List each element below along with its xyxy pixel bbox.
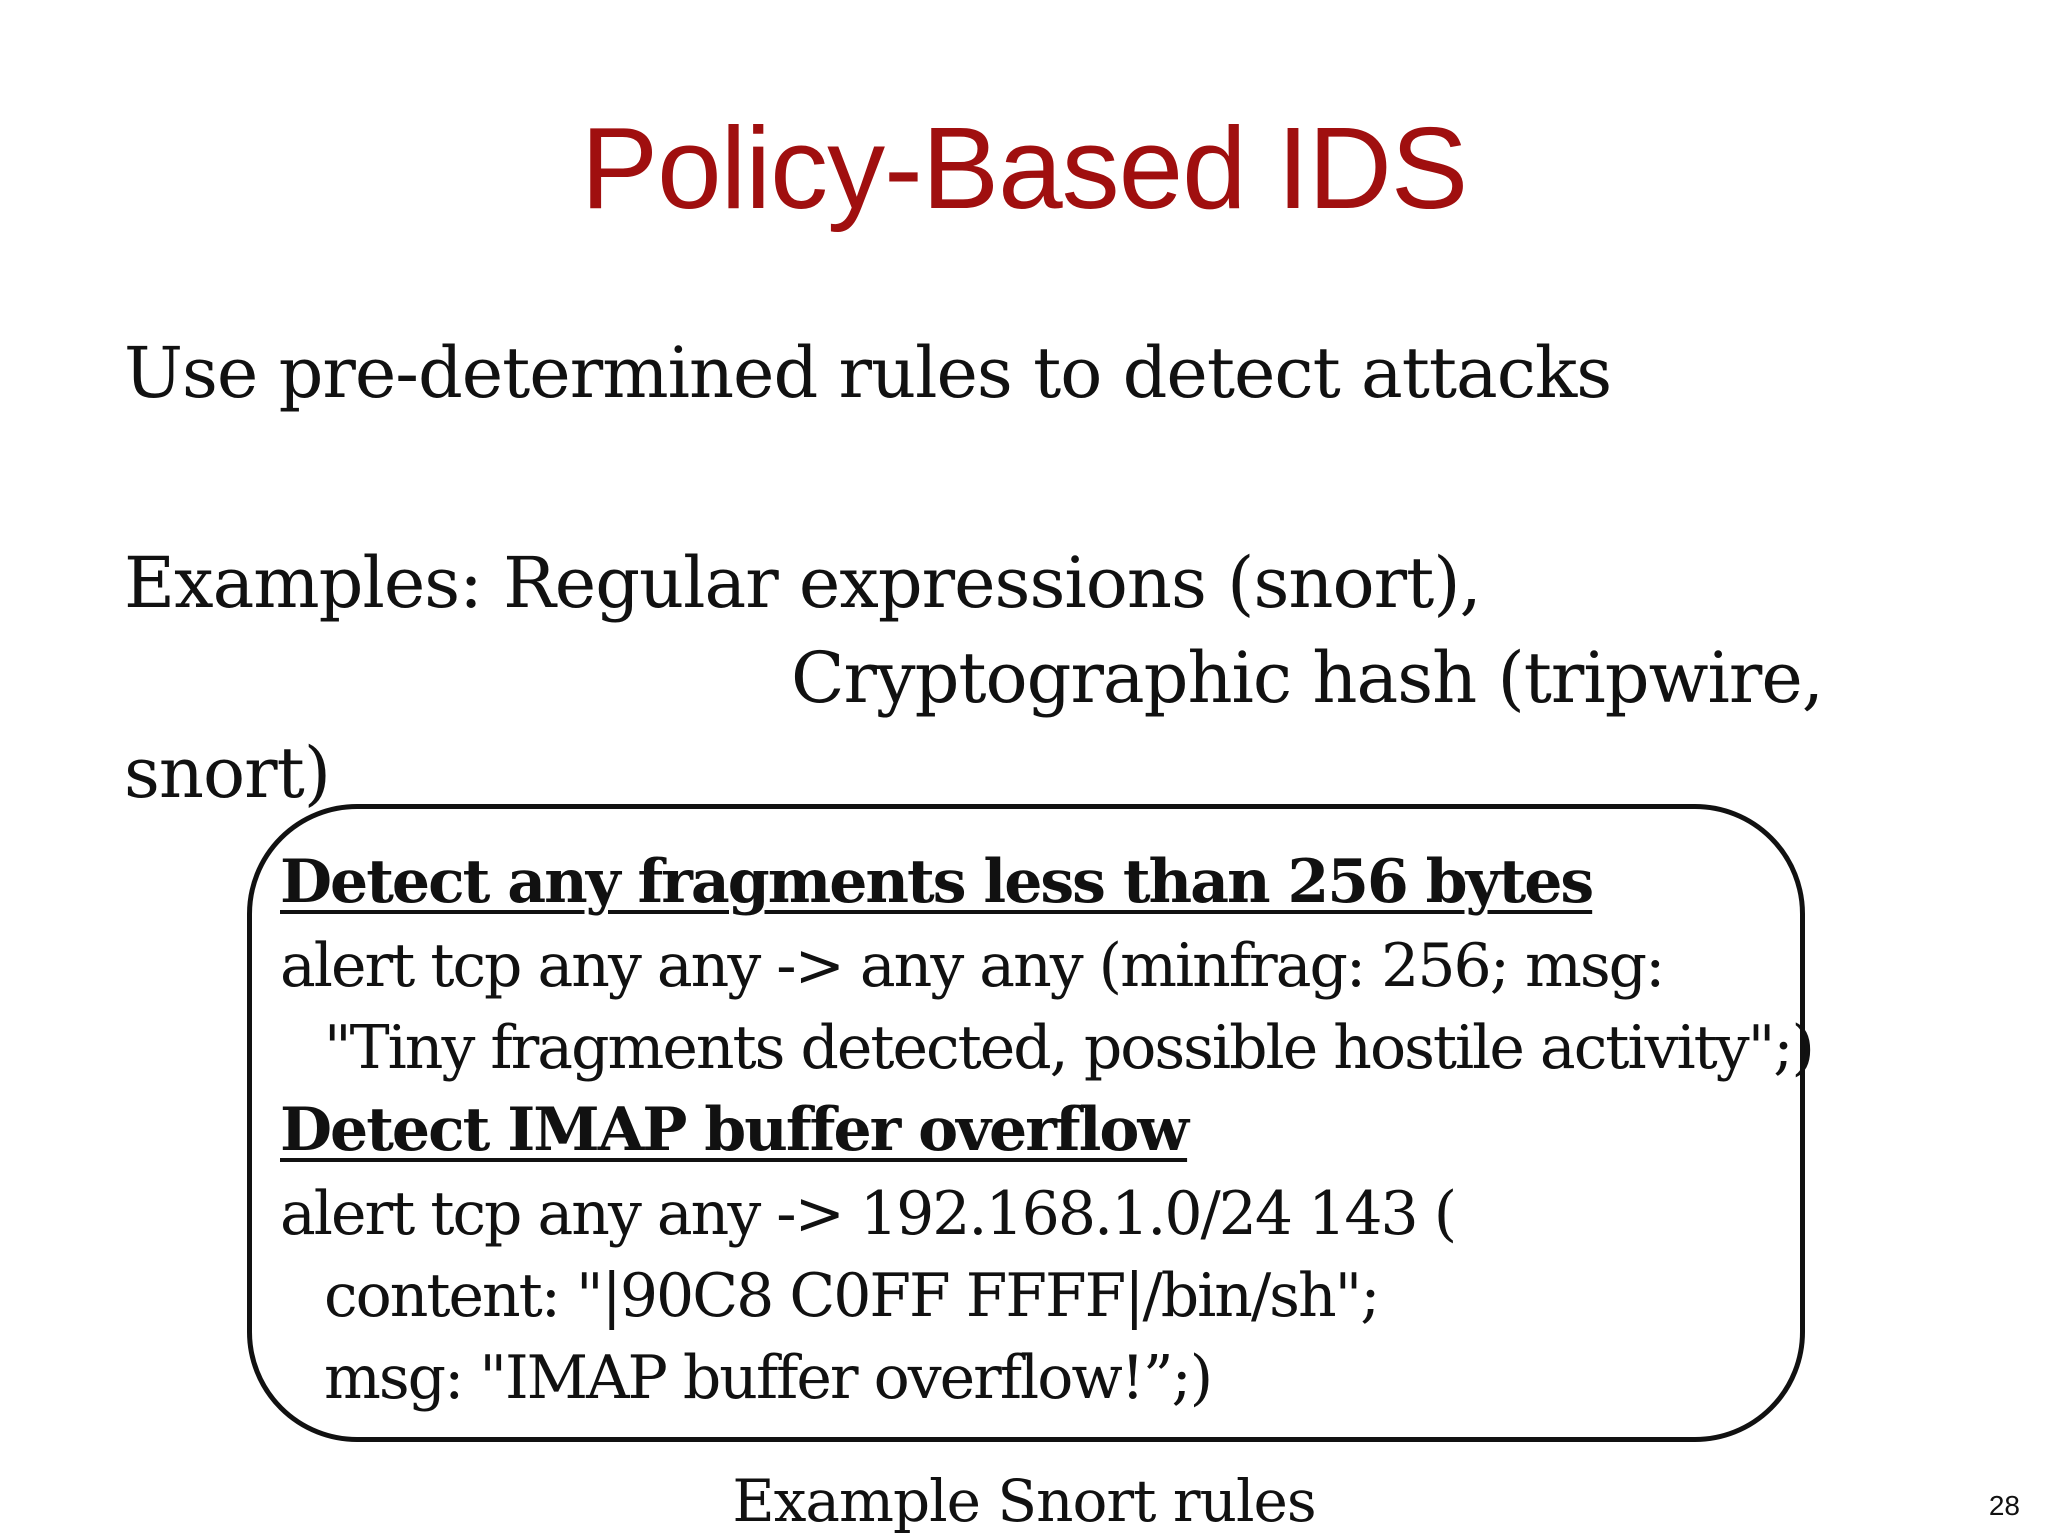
page-number: 28 <box>1988 1490 2020 1521</box>
rule-imap-line-1: alert tcp any any -> 192.168.1.0/24 143 … <box>280 1179 1457 1249</box>
snort-rules-box <box>247 804 1805 1442</box>
rule-fragments-line-2: "Tiny fragments detected, possible hosti… <box>324 1013 1815 1083</box>
examples-line-1: Examples: Regular expressions (snort), <box>124 542 1482 624</box>
rule-heading-fragments: Detect any fragments less than 256 bytes <box>280 847 1594 917</box>
rule-imap-line-3: msg: "IMAP buffer overflow!”;) <box>324 1343 1213 1413</box>
examples-line-2: Cryptographic hash (tripwire, <box>791 637 1824 719</box>
examples-line-3: snort) <box>124 732 331 814</box>
slide-title: Policy-Based IDS <box>580 103 1469 233</box>
rule-heading-imap: Detect IMAP buffer overflow <box>280 1095 1189 1165</box>
intro-text: Use pre-determined rules to detect attac… <box>124 332 1612 414</box>
rule-imap-line-2: content: "|90C8 C0FF FFFF|/bin/sh"; <box>324 1261 1380 1331</box>
figure-caption: Example Snort rules <box>732 1467 1316 1535</box>
rule-fragments-line-1: alert tcp any any -> any any (minfrag: 2… <box>280 931 1665 1001</box>
